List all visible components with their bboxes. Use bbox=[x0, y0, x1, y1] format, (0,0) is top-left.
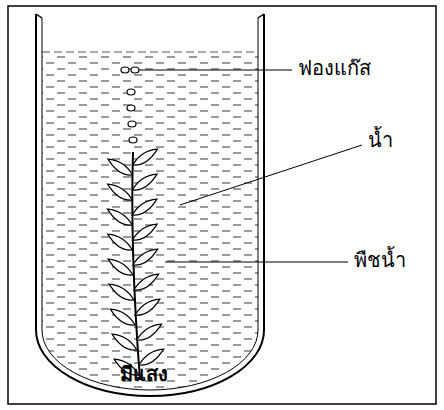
leaf bbox=[106, 258, 136, 276]
label: น้ำ bbox=[366, 128, 395, 152]
leaf bbox=[133, 298, 163, 316]
label: ฟองแก๊ส bbox=[296, 56, 373, 80]
leaf bbox=[105, 183, 135, 201]
leaf bbox=[109, 333, 139, 351]
leaf bbox=[107, 283, 137, 301]
label: พืชน้ำ bbox=[352, 248, 408, 272]
leaf bbox=[130, 223, 160, 241]
leaf bbox=[105, 208, 135, 226]
leaf bbox=[130, 248, 160, 266]
leaf bbox=[131, 273, 161, 291]
leaf bbox=[130, 148, 160, 166]
leaf bbox=[130, 173, 160, 191]
gas-bubbles bbox=[121, 67, 139, 143]
frame bbox=[8, 6, 436, 404]
leader-lines bbox=[139, 70, 362, 262]
water bbox=[40, 50, 262, 395]
test-tube bbox=[36, 14, 264, 396]
leaf bbox=[130, 198, 160, 216]
plant-leaves bbox=[105, 148, 166, 376]
leaf bbox=[105, 233, 135, 251]
leaf bbox=[134, 323, 164, 341]
condition-label: มีแสง bbox=[118, 362, 170, 386]
leaf bbox=[108, 308, 138, 326]
leaf bbox=[105, 158, 135, 176]
